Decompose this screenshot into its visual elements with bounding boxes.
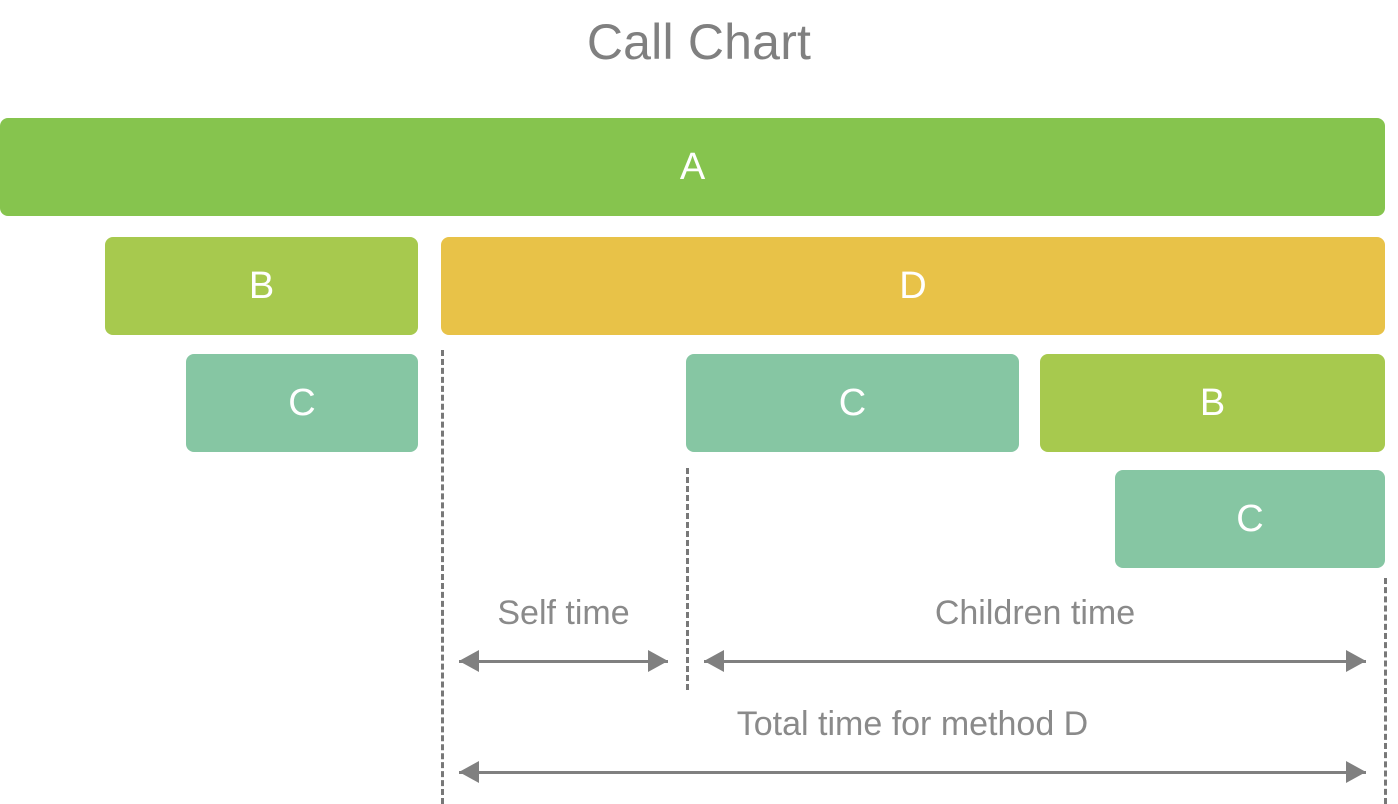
guide-line-self-time-end xyxy=(686,468,689,690)
call-frame-label: C xyxy=(838,382,867,424)
call-frame-label: C xyxy=(1236,498,1264,540)
call-frame-label: B xyxy=(248,265,275,307)
call-frame-b-level2-right[interactable]: B xyxy=(1040,354,1385,452)
call-frame-label: C xyxy=(288,382,316,424)
arrow-right-icon xyxy=(648,650,668,672)
measure-arrow-total-time xyxy=(459,771,1366,774)
guide-line-d-start xyxy=(441,350,444,804)
arrow-left-icon xyxy=(459,650,479,672)
call-frame-label: B xyxy=(1199,382,1226,424)
call-frame-c-level3[interactable]: C xyxy=(1115,470,1385,568)
call-frame-b-level1[interactable]: B xyxy=(105,237,418,335)
arrow-left-icon xyxy=(459,761,479,783)
measure-label-total-time: Total time for method D xyxy=(736,705,1089,743)
call-frame-c-level2-left[interactable]: C xyxy=(186,354,418,452)
measure-arrow-children-time xyxy=(704,660,1366,663)
call-frame-label: A xyxy=(679,146,706,188)
arrow-left-icon xyxy=(704,650,724,672)
arrow-right-icon xyxy=(1346,650,1366,672)
page-title: Call Chart xyxy=(586,14,812,70)
measure-label-children-time: Children time xyxy=(934,594,1136,632)
call-frame-c-level2-middle[interactable]: C xyxy=(686,354,1019,452)
measure-label-self-time: Self time xyxy=(497,594,630,632)
guide-line-d-end xyxy=(1384,578,1387,804)
measure-arrow-self-time xyxy=(459,660,668,663)
call-frame-label: D xyxy=(899,265,927,307)
arrow-right-icon xyxy=(1346,761,1366,783)
call-frame-d-level1[interactable]: D xyxy=(441,237,1385,335)
call-frame-a-root[interactable]: A xyxy=(0,118,1385,216)
